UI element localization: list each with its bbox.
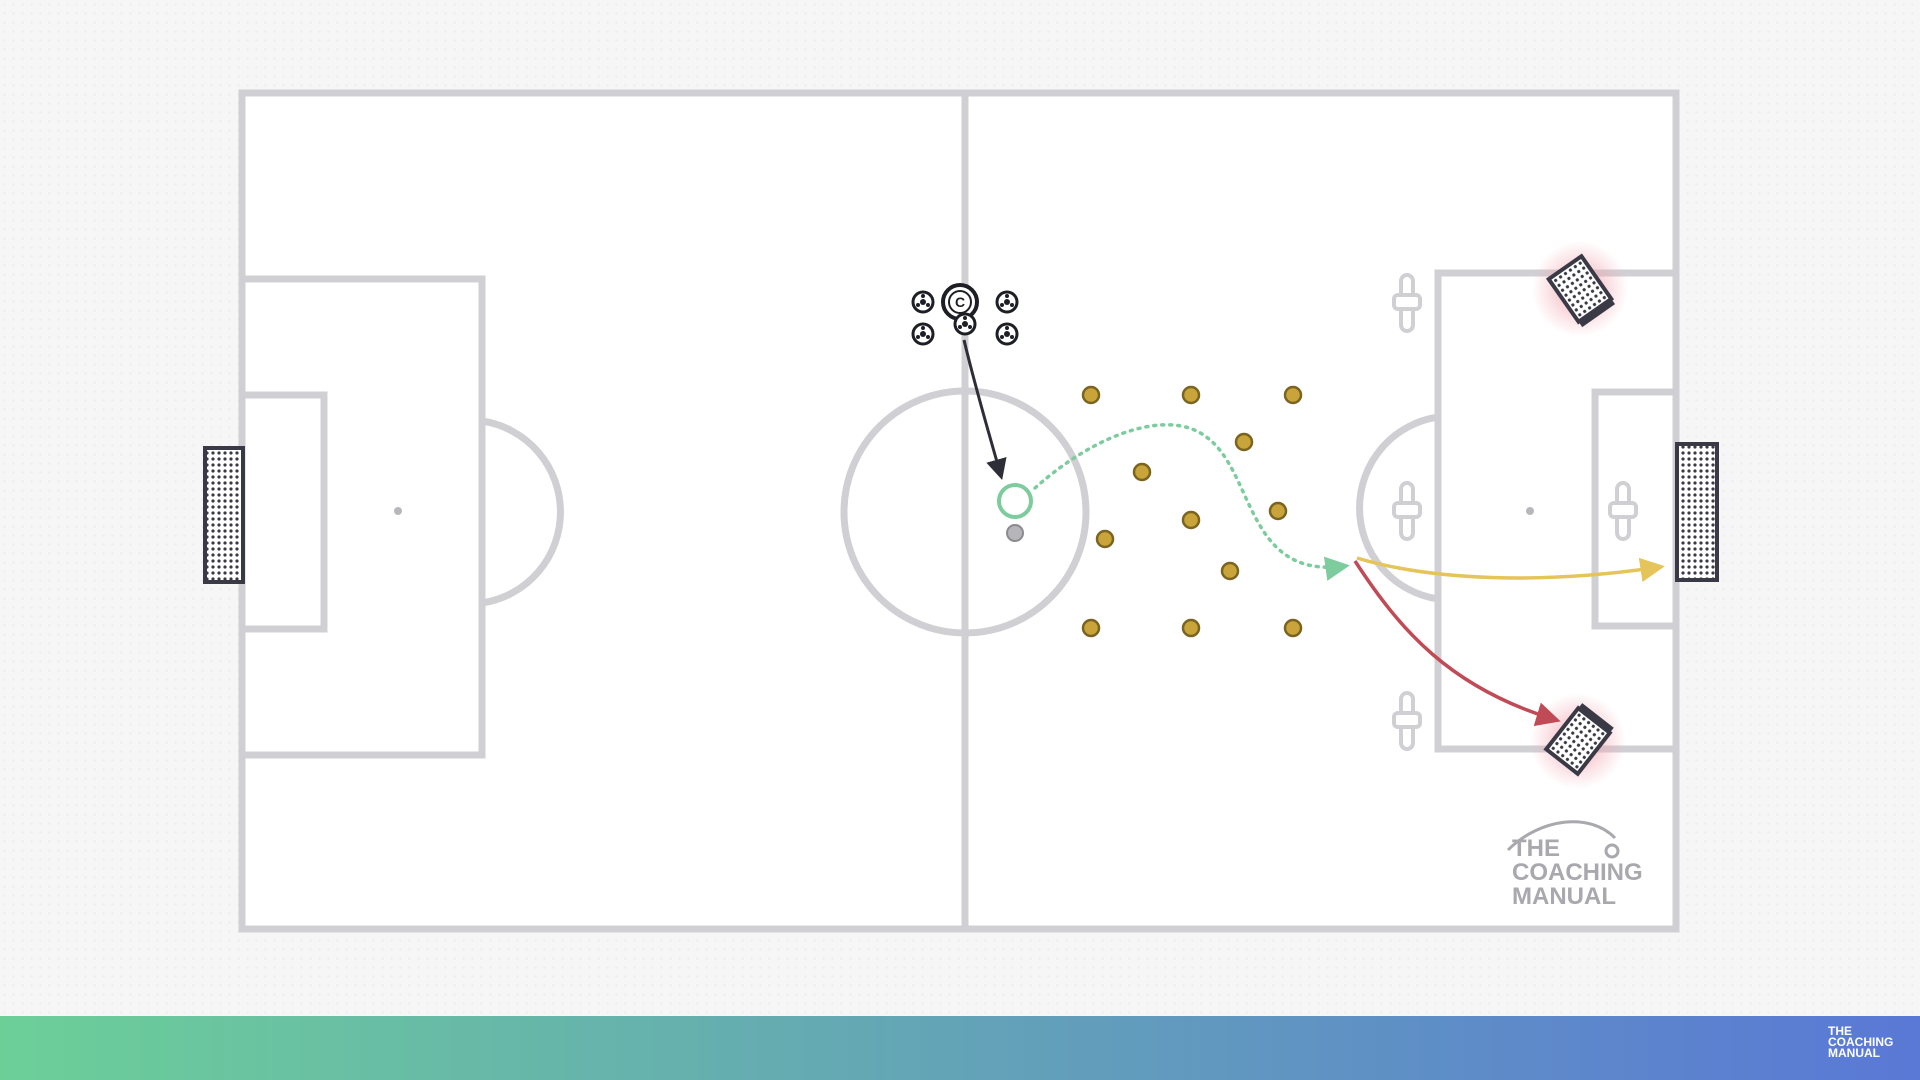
footer-bar — [0, 1016, 1920, 1080]
pitch — [238, 89, 1680, 933]
cone-icon — [1081, 385, 1101, 405]
right-goal-icon — [1675, 442, 1719, 582]
mannequin-icon — [1392, 273, 1422, 333]
cone-icon — [1095, 529, 1115, 549]
cone-grid — [1081, 385, 1303, 638]
right-penalty-arc — [1356, 413, 1439, 603]
logo-line-2: COACHING — [1512, 859, 1643, 886]
cone-icon — [1268, 501, 1288, 521]
logo-line-3: MANUAL — [1512, 883, 1616, 910]
coach-icon: C — [941, 283, 979, 321]
cone-icon — [1181, 618, 1201, 638]
ball-icon — [1006, 524, 1024, 542]
cone-icon — [1283, 385, 1303, 405]
left-goal-icon — [203, 446, 245, 584]
coach-group: C — [911, 283, 1019, 346]
dribble-path-arrow — [1033, 423, 1350, 581]
mannequin-icon — [1392, 691, 1422, 751]
mini-goal-top — [1532, 241, 1628, 337]
footer-logo-line-2: COACHING — [1828, 1035, 1894, 1049]
logo-line-1: THE — [1512, 835, 1560, 862]
mini-goal-bottom — [1530, 693, 1626, 789]
cone-icon — [1283, 618, 1303, 638]
mini-goal-icon — [1543, 703, 1614, 777]
ball-icon — [953, 312, 977, 336]
mannequin-icon — [1392, 481, 1422, 541]
right-penalty-spot — [1526, 507, 1534, 515]
cone-icon — [1181, 385, 1201, 405]
left-penalty-spot — [394, 507, 402, 515]
footer-logo: THE COACHING MANUAL — [1828, 1024, 1910, 1072]
left-penalty-arc — [481, 417, 564, 607]
mannequin-icon — [1608, 481, 1638, 541]
ball-icon — [911, 290, 935, 314]
coach-label: C — [955, 294, 965, 310]
coaching-manual-logo: THE COACHING MANUAL — [1506, 820, 1643, 910]
ball-icon — [911, 322, 935, 346]
centre-circle — [840, 387, 1090, 637]
mini-goal-icon — [1545, 253, 1616, 328]
cone-icon — [1234, 432, 1254, 452]
logo-ball-icon — [1604, 843, 1620, 859]
pitch-surface — [238, 89, 1680, 933]
logo-swoosh-icon — [1506, 820, 1617, 852]
footer-logo-line-1: THE — [1828, 1024, 1852, 1038]
cone-icon — [1181, 510, 1201, 530]
cone-icon — [1132, 462, 1152, 482]
player-icon — [997, 483, 1033, 519]
footer-logo-line-3: MANUAL — [1828, 1046, 1880, 1060]
ball-icon — [995, 322, 1019, 346]
shot-arrow-mini-goal — [1353, 560, 1561, 727]
coach-pass-arrow — [962, 339, 1007, 481]
ball-icon — [995, 290, 1019, 314]
cone-icon — [1081, 618, 1101, 638]
cone-icon — [1220, 561, 1240, 581]
shot-arrow-main-goal — [1356, 556, 1665, 583]
